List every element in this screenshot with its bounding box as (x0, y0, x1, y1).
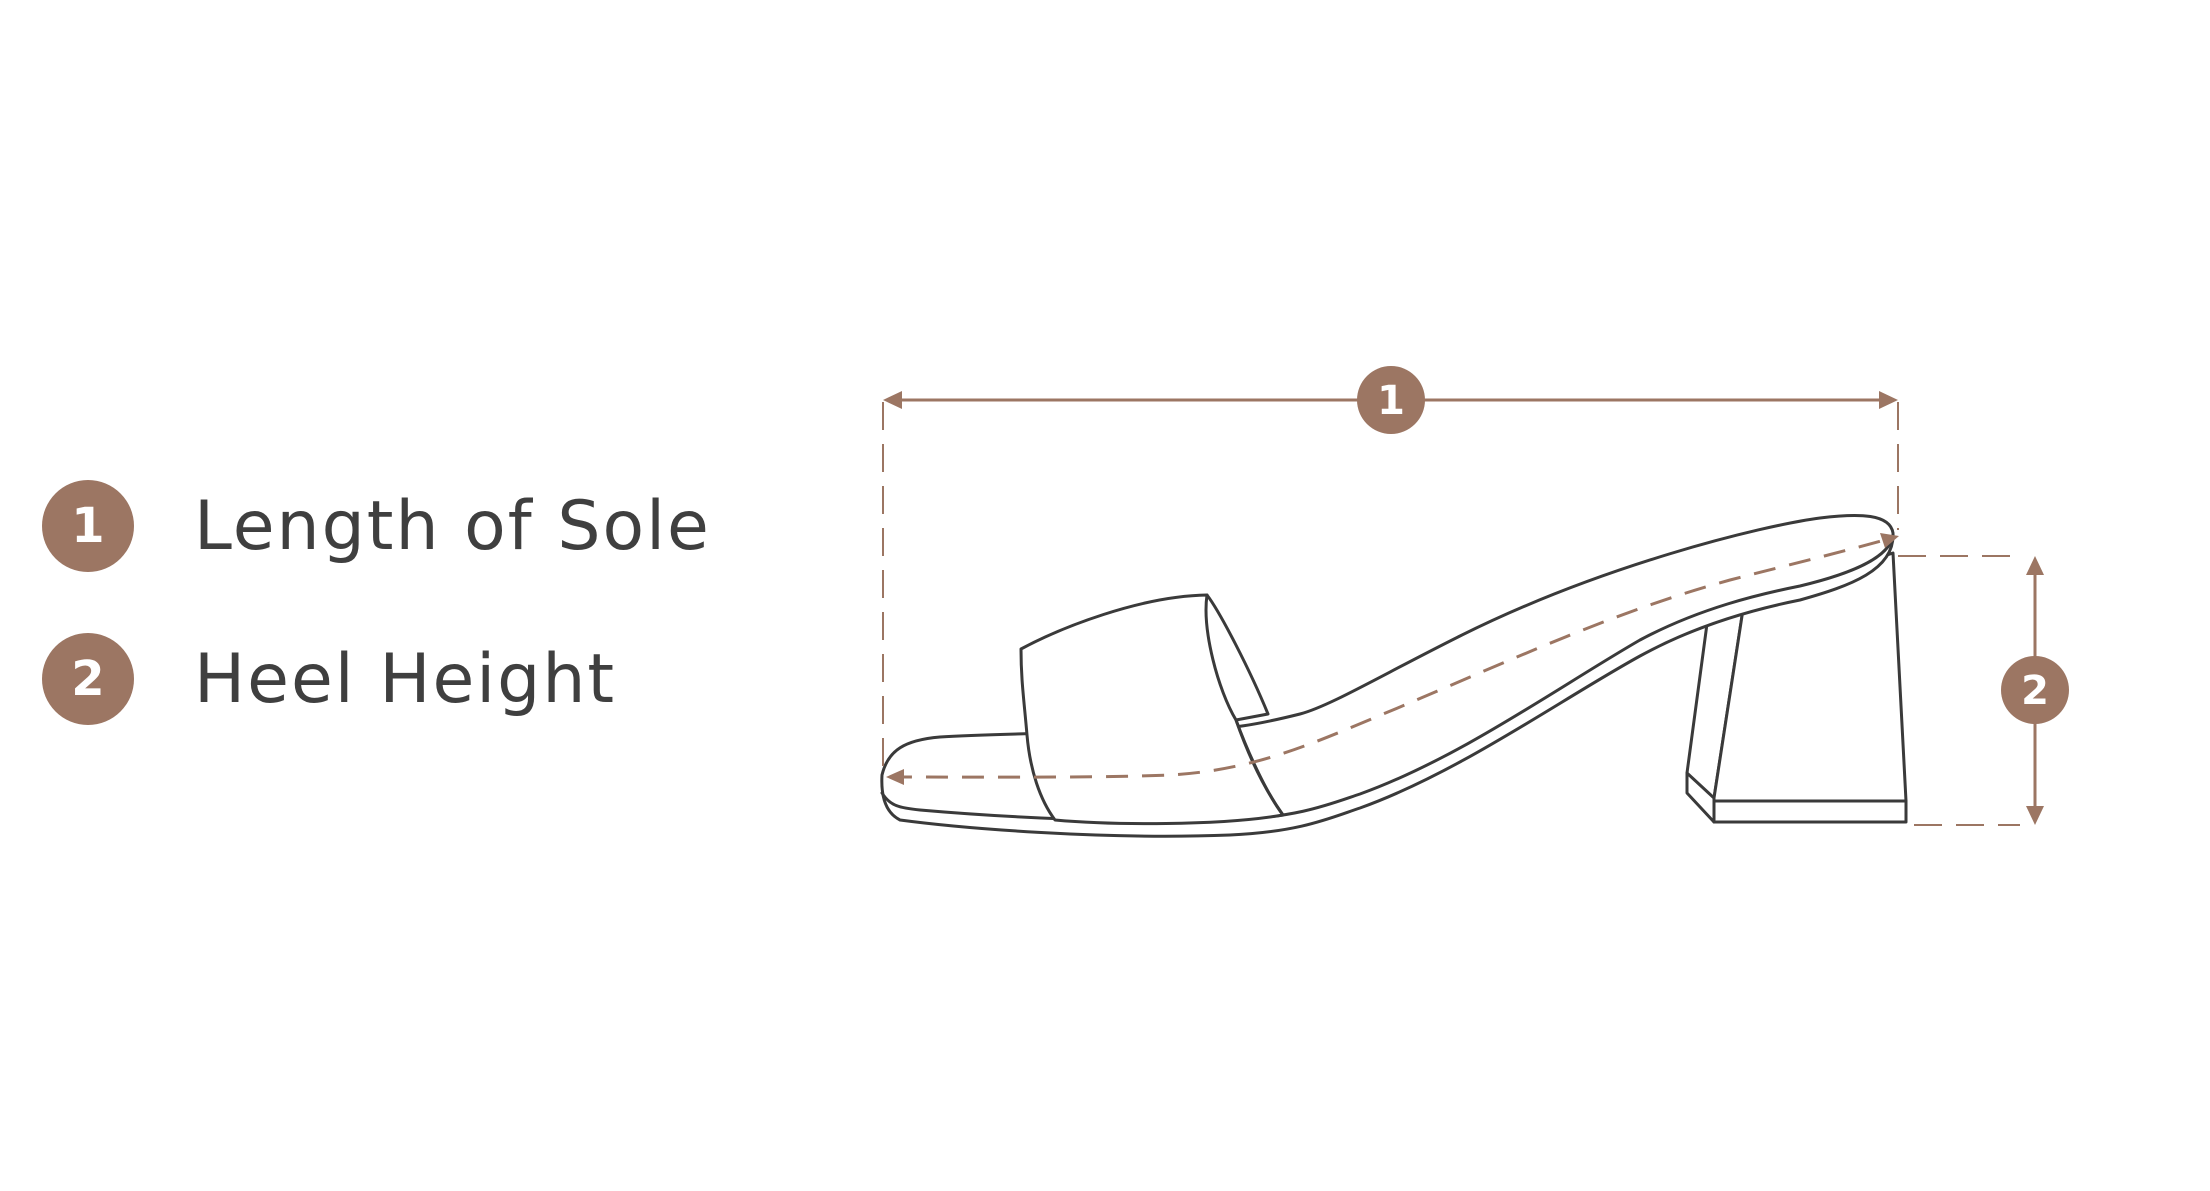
legend-item-sole-length: 1 Length of Sole (42, 480, 711, 572)
sole-length-marker (1357, 366, 1425, 434)
heel-height-marker (2001, 656, 2069, 724)
legend-label-sole-length: Length of Sole (194, 486, 711, 566)
sole-length-arrow-right (1879, 391, 1898, 409)
legend-badge-1: 1 (42, 480, 134, 572)
sole-length-arrowhead-end (1880, 533, 1899, 548)
toe-strap-edge (1204, 593, 1285, 817)
legend-badge-2: 2 (42, 633, 134, 725)
heel-height-arrow-bottom (2026, 806, 2044, 825)
toe-strap-side (1019, 593, 1285, 826)
heel-front-face (1712, 551, 1908, 824)
sole-length-dashed-path (889, 535, 1896, 779)
heel-tip-bevel (1685, 771, 1716, 824)
measurement-legend: 1 Length of Sole 2 Heel Height (42, 0, 742, 1191)
legend-label-heel-height: Heel Height (194, 639, 617, 719)
legend-item-heel-height: 2 Heel Height (42, 633, 616, 725)
heel-height-arrow-top (2026, 556, 2044, 575)
sandal-illustration (880, 513, 1908, 838)
heel-height-dimension: 2 (2001, 556, 2069, 825)
sole-length-arrowhead-start (886, 769, 904, 785)
sole-length-dimension: 1 (883, 366, 1898, 434)
sole-rim (880, 533, 1895, 823)
sole-length-marker-label: 1 (1377, 378, 1405, 424)
guide-lines (882, 402, 2020, 826)
sole-length-arrow-left (883, 391, 902, 409)
heel-height-marker-label: 2 (2021, 668, 2049, 714)
